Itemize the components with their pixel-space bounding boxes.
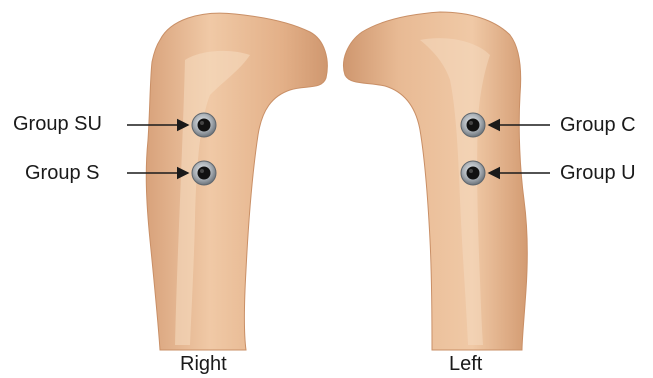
screw-group-su: [192, 113, 216, 137]
label-group-su: Group SU: [13, 113, 102, 135]
label-group-c: Group C: [560, 114, 636, 136]
label-group-u: Group U: [560, 162, 636, 184]
caption-left: Left: [449, 353, 482, 375]
screw-group-c: [461, 113, 485, 137]
screw-group-u: [461, 161, 485, 185]
label-group-s: Group S: [25, 162, 99, 184]
screw-group-s: [192, 161, 216, 185]
left-bone-body: [344, 12, 528, 350]
right-bone: [146, 13, 327, 350]
caption-right: Right: [180, 353, 227, 375]
left-bone: [344, 12, 528, 350]
